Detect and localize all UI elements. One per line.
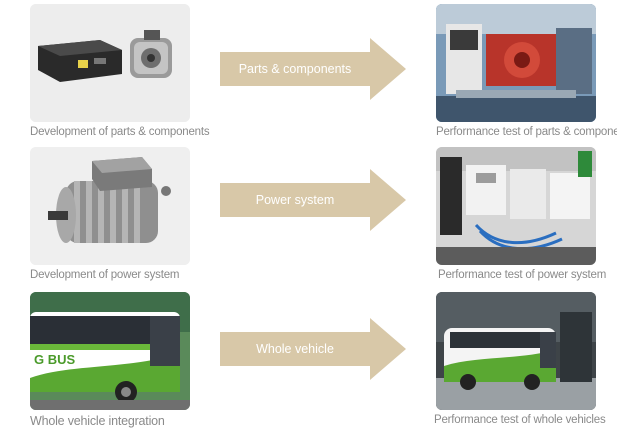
stage-arrow: Whole vehicle	[220, 318, 406, 380]
parts-test-image	[436, 4, 596, 122]
process-row-vehicle: G BUS Whole vehicle integration Whole ve…	[0, 292, 617, 432]
left-caption: Development of power system	[30, 269, 180, 281]
left-caption: Development of parts & components	[30, 126, 210, 138]
stage-arrow: Parts & components	[220, 38, 406, 100]
process-row-parts: Development of parts & components Parts …	[0, 0, 617, 140]
vehicle-integration-image: G BUS	[30, 292, 190, 410]
arrow-label: Parts & components	[238, 62, 352, 76]
left-caption: Whole vehicle integration	[30, 414, 165, 428]
bus-side-text: G BUS	[34, 352, 76, 367]
power-test-image	[436, 147, 596, 265]
power-system-image	[30, 147, 190, 265]
stage-arrow: Power system	[220, 169, 406, 231]
parts-components-image	[30, 4, 190, 122]
right-caption: Performance test of whole vehicles	[434, 414, 606, 426]
vehicle-test-image	[436, 292, 596, 410]
arrow-label: Whole vehicle	[256, 342, 334, 356]
arrow-label: Power system	[255, 193, 335, 207]
process-row-power: Development of power system Power system…	[0, 147, 617, 287]
right-caption: Performance test of power system	[438, 269, 607, 281]
right-caption: Performance test of parts & components	[436, 126, 617, 138]
